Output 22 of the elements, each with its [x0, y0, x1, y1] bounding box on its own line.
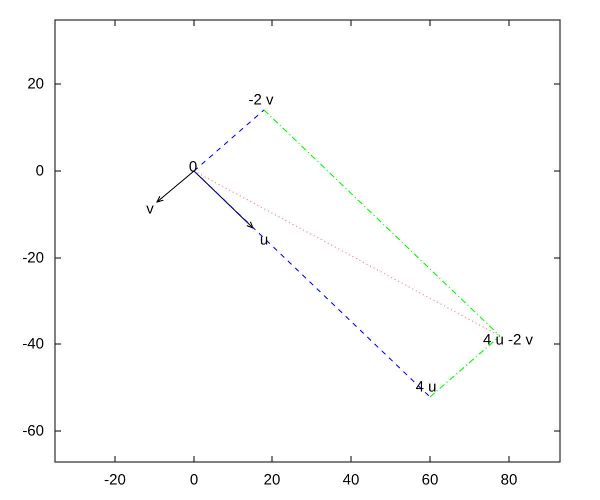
- point-label: 4 u: [416, 380, 436, 394]
- y-tick-label: -60: [22, 424, 44, 438]
- vector-arrow: [156, 170, 194, 203]
- y-tick-label: -40: [22, 336, 44, 352]
- point-label: u: [260, 232, 268, 248]
- point-label: v: [146, 202, 154, 216]
- x-tick-label: -20: [104, 472, 126, 488]
- y-tick-label: -20: [22, 250, 44, 266]
- point-label: 0: [188, 160, 198, 174]
- y-tick-label: 20: [27, 76, 44, 92]
- connector-line: [430, 336, 500, 398]
- connector-line: [194, 110, 264, 172]
- x-tick-label: 20: [264, 472, 280, 488]
- x-tick-label: 0: [190, 472, 198, 488]
- y-tick-label: 0: [36, 164, 44, 178]
- point-label: -2 v: [248, 92, 274, 108]
- connector-line: [264, 110, 500, 336]
- x-tick-label: 60: [422, 472, 438, 488]
- connector-line: [194, 170, 430, 398]
- x-tick-label: 80: [500, 472, 518, 488]
- x-tick-label: 40: [342, 472, 360, 488]
- point-label: 4 u -2 v: [482, 332, 534, 348]
